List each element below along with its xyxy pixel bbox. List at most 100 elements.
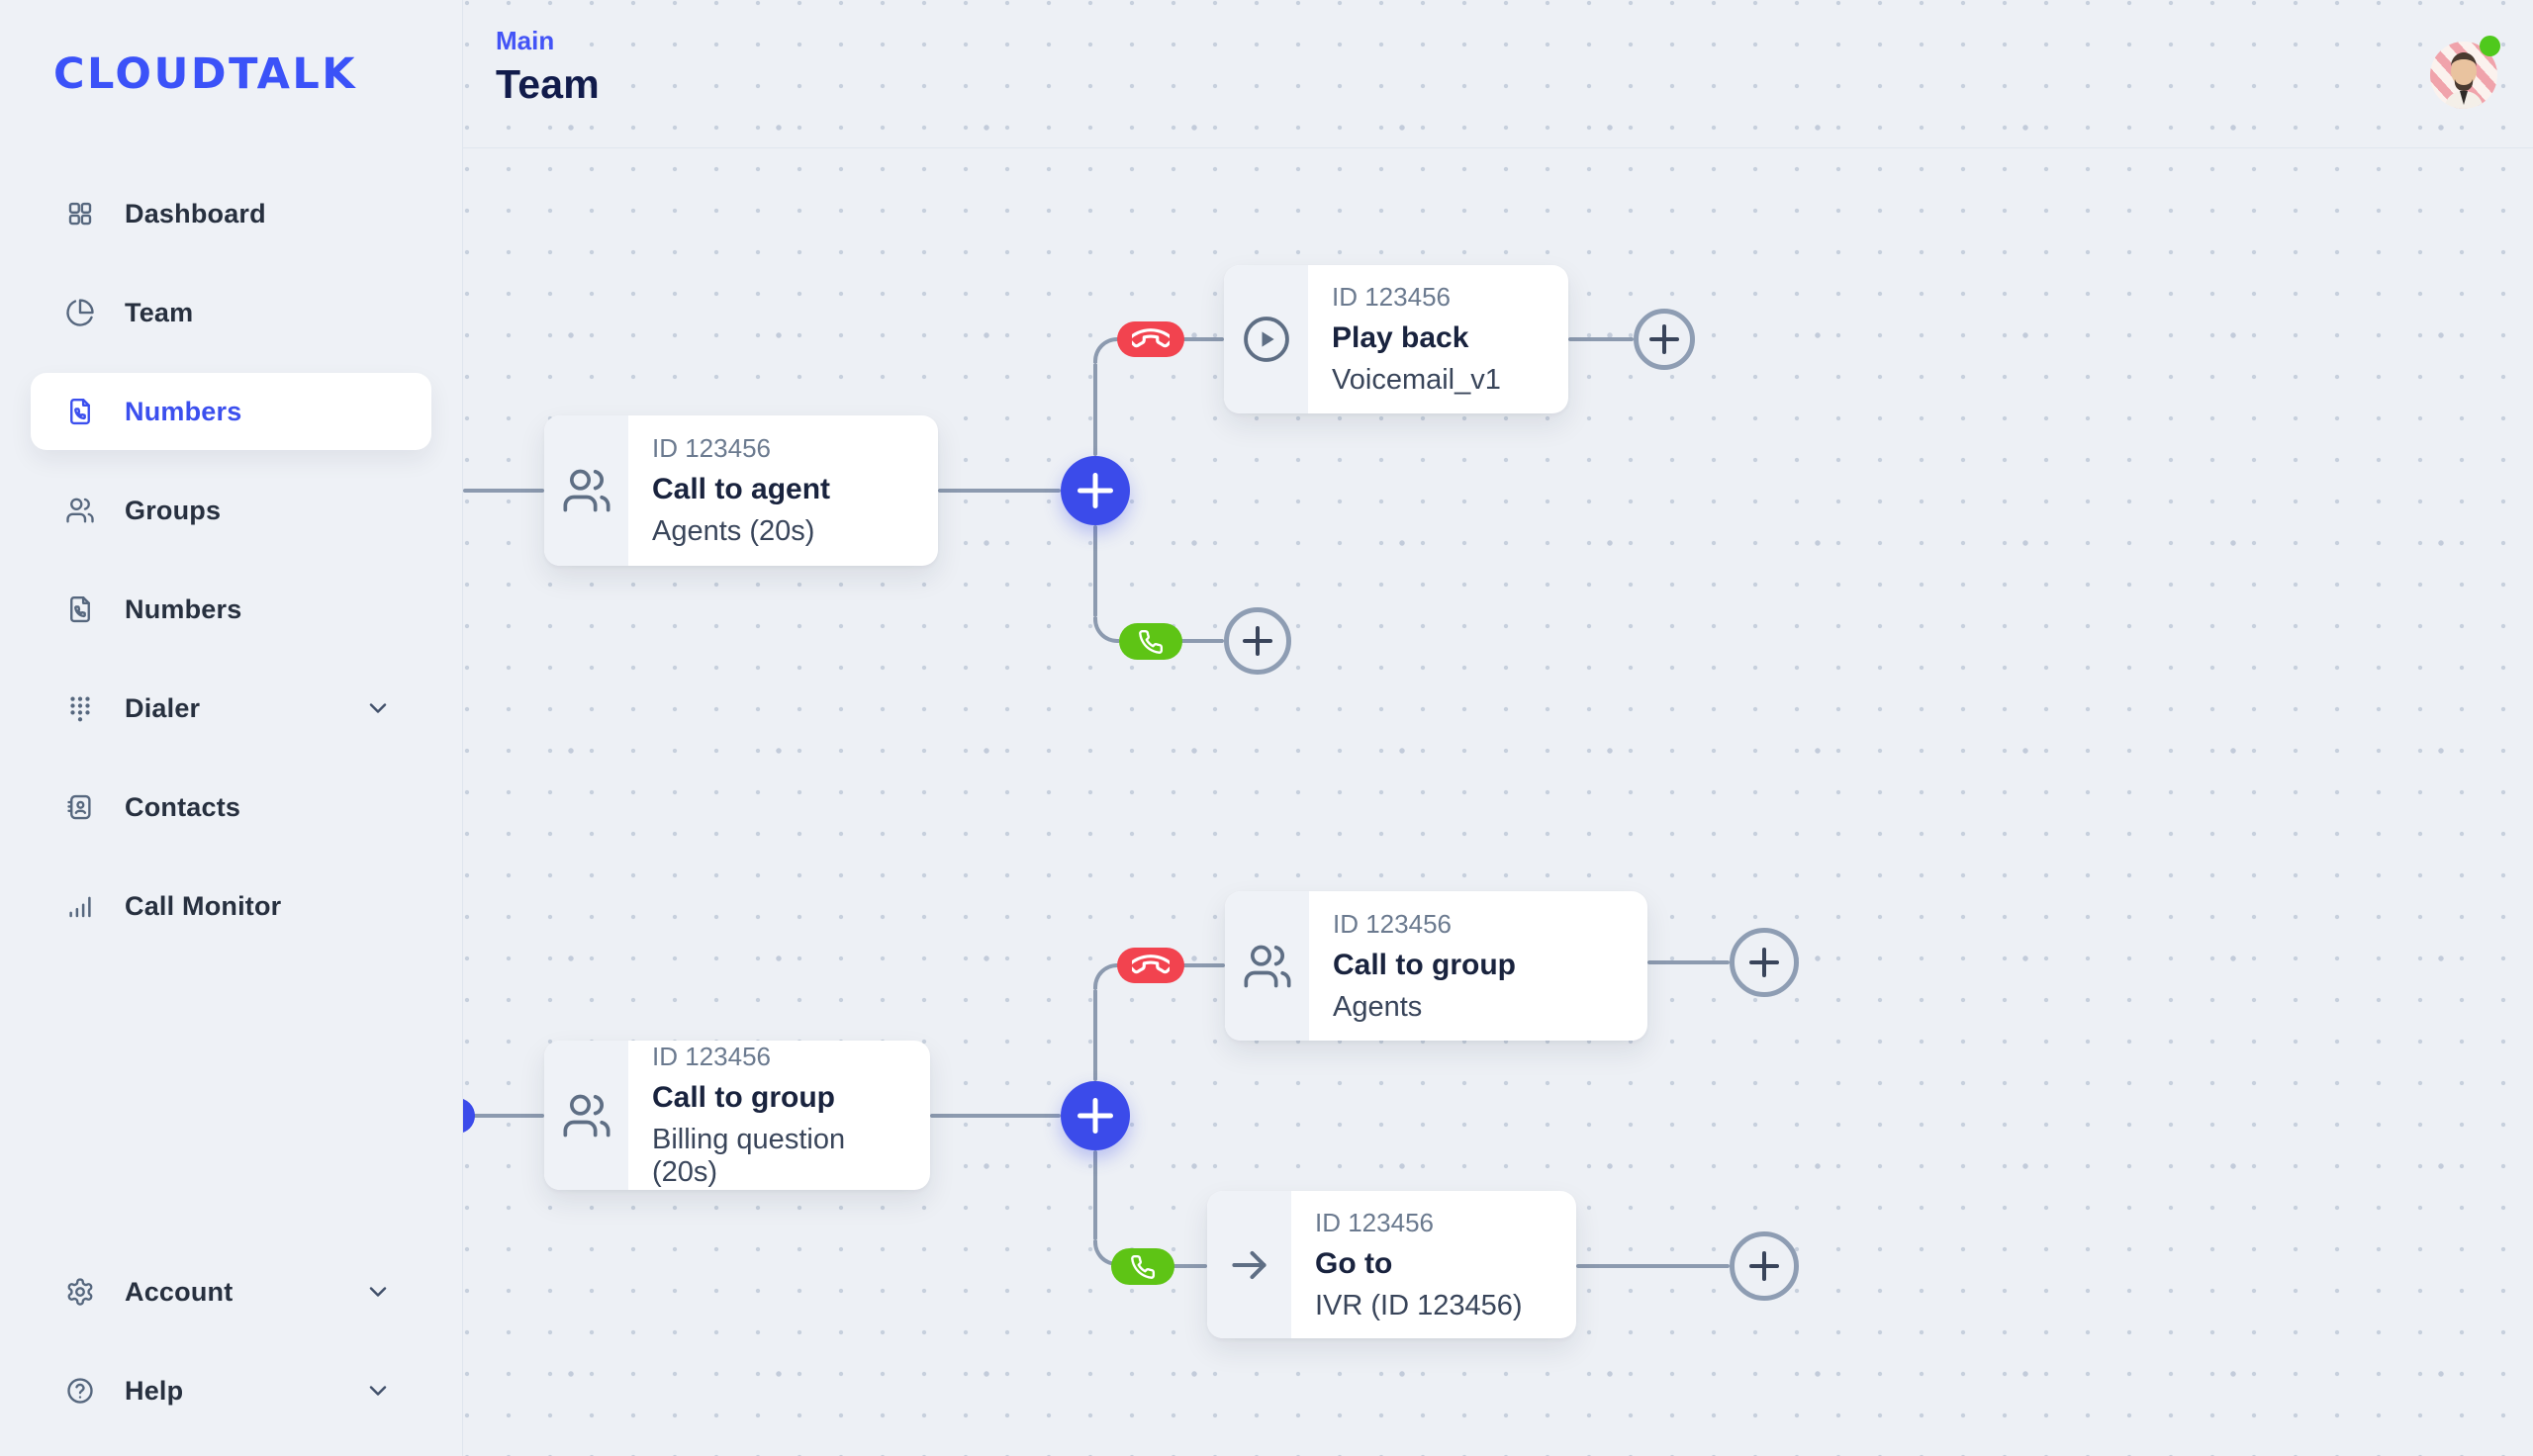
branch-pill-call-answered[interactable] <box>1119 623 1182 660</box>
sidebar-item-numbers-2[interactable]: Numbers <box>31 560 431 659</box>
add-branch-button[interactable] <box>1061 456 1130 525</box>
node-icon-strip <box>1207 1191 1291 1338</box>
node-subtitle: Agents (20s) <box>652 515 815 547</box>
node-id: ID 123456 <box>652 433 771 463</box>
node-body: ID 123456 Play back Voicemail_v1 <box>1308 265 1568 413</box>
connector-line <box>1568 337 1634 341</box>
node-title: Call to agent <box>652 473 831 505</box>
arrow-right-icon <box>1225 1240 1274 1290</box>
sidebar-menu: Dashboard Team Numbers Groups Numbers <box>0 164 462 956</box>
sidebar: CLOUDTALK Dashboard Team Numbers Groups <box>0 0 463 1456</box>
node-body: ID 123456 Call to group Billing question… <box>628 1041 930 1190</box>
connector-line <box>1647 960 1730 964</box>
sidebar-item-dashboard[interactable]: Dashboard <box>31 164 431 263</box>
sidebar-item-label: Numbers <box>125 396 242 426</box>
online-status-dot <box>2480 36 2500 56</box>
sidebar-item-label: Dashboard <box>125 198 266 228</box>
sidebar-item-label: Groups <box>125 495 222 525</box>
flow-node-call-to-agent[interactable]: ID 123456 Call to agent Agents (20s) <box>544 415 938 566</box>
sidebar-item-help[interactable]: Help <box>31 1341 431 1440</box>
node-subtitle: Agents <box>1333 990 1423 1023</box>
phone-declined-icon <box>1132 947 1170 984</box>
chevron-down-icon <box>364 1278 392 1306</box>
sidebar-item-numbers-active[interactable]: Numbers <box>31 373 431 450</box>
sidebar-item-groups[interactable]: Groups <box>31 461 431 560</box>
connector-line <box>930 1114 1061 1118</box>
sidebar-bottom-menu: Account Help <box>0 1242 462 1440</box>
node-id: ID 123456 <box>1332 282 1451 312</box>
sidebar-item-dialer[interactable]: Dialer <box>31 659 431 758</box>
phone-declined-icon <box>1132 320 1170 358</box>
sidebar-item-call-monitor[interactable]: Call Monitor <box>31 857 431 956</box>
node-icon-strip <box>1225 891 1309 1041</box>
sidebar-item-label: Dialer <box>125 692 201 723</box>
flow-node-call-to-group-agents[interactable]: ID 123456 Call to group Agents <box>1225 891 1647 1041</box>
connector-line <box>463 489 544 493</box>
sidebar-item-label: Team <box>125 297 194 327</box>
connector-line <box>1093 525 1097 617</box>
sidebar-item-contacts[interactable]: Contacts <box>31 758 431 857</box>
connector-line <box>1093 1150 1097 1240</box>
bar-chart-icon <box>65 891 95 921</box>
sidebar-item-label: Contacts <box>125 791 241 822</box>
node-body: ID 123456 Go to IVR (ID 123456) <box>1291 1191 1576 1338</box>
node-id: ID 123456 <box>1333 908 1452 939</box>
node-title: Play back <box>1332 321 1469 354</box>
add-step-button[interactable] <box>1634 309 1695 370</box>
chevron-down-icon <box>364 1377 392 1405</box>
node-subtitle: IVR (ID 123456) <box>1315 1289 1523 1321</box>
sidebar-item-team[interactable]: Team <box>31 263 431 362</box>
connector-line <box>1093 363 1097 456</box>
phone-answered-icon <box>1138 629 1164 655</box>
circle-play-icon <box>1240 313 1293 366</box>
users-icon <box>65 496 95 525</box>
node-icon-strip <box>1224 265 1308 413</box>
flow-node-play-back[interactable]: ID 123456 Play back Voicemail_v1 <box>1224 265 1568 413</box>
node-title: Call to group <box>652 1081 835 1114</box>
node-icon-strip <box>544 1041 628 1190</box>
node-title: Call to group <box>1333 948 1516 981</box>
branch-pill-call-declined[interactable] <box>1117 948 1184 983</box>
add-branch-button[interactable] <box>1061 1081 1130 1150</box>
add-step-button[interactable] <box>1730 928 1799 997</box>
connector-line <box>471 1114 544 1118</box>
node-body: ID 123456 Call to agent Agents (20s) <box>628 415 938 566</box>
add-step-button[interactable] <box>1224 607 1291 675</box>
file-phone-icon <box>65 594 95 624</box>
node-subtitle: Billing question (20s) <box>652 1124 846 1188</box>
connector-elbow <box>1093 337 1119 363</box>
chevron-down-icon <box>364 694 392 722</box>
connector-elbow <box>1093 963 1119 989</box>
users-icon <box>1242 941 1293 992</box>
branch-pill-call-declined[interactable] <box>1117 321 1184 357</box>
sidebar-item-account[interactable]: Account <box>31 1242 431 1341</box>
breadcrumb[interactable]: Main <box>496 26 555 55</box>
address-book-icon <box>65 792 95 822</box>
avatar-photo <box>2430 42 2497 109</box>
flow-node-go-to[interactable]: ID 123456 Go to IVR (ID 123456) <box>1207 1191 1576 1338</box>
flow-node-call-to-group-billing[interactable]: ID 123456 Call to group Billing question… <box>544 1041 930 1190</box>
connector-elbow <box>1093 617 1119 643</box>
flow-entry-point <box>463 1098 475 1134</box>
dialpad-icon <box>65 693 95 723</box>
connector-line <box>1576 1264 1730 1268</box>
add-step-button[interactable] <box>1730 1231 1799 1301</box>
connector-line <box>1093 989 1097 1081</box>
gear-icon <box>65 1277 95 1307</box>
canvas-header: Main Team <box>463 0 2533 148</box>
flow-canvas: Main Team <box>463 0 2533 1456</box>
sidebar-item-label: Help <box>125 1375 184 1406</box>
sidebar-item-label: Account <box>125 1276 234 1307</box>
users-icon <box>561 1090 612 1141</box>
connector-line <box>938 489 1061 493</box>
node-id: ID 123456 <box>652 1042 771 1071</box>
users-icon <box>561 465 612 516</box>
phone-answered-icon <box>1130 1254 1156 1280</box>
user-avatar[interactable] <box>2430 36 2500 109</box>
sidebar-item-label: Call Monitor <box>125 890 282 921</box>
node-subtitle: Voicemail_v1 <box>1332 364 1501 396</box>
file-phone-icon <box>65 397 95 426</box>
branch-pill-call-answered[interactable] <box>1111 1248 1174 1285</box>
node-icon-strip <box>544 415 628 566</box>
sidebar-item-label: Numbers <box>125 593 242 624</box>
